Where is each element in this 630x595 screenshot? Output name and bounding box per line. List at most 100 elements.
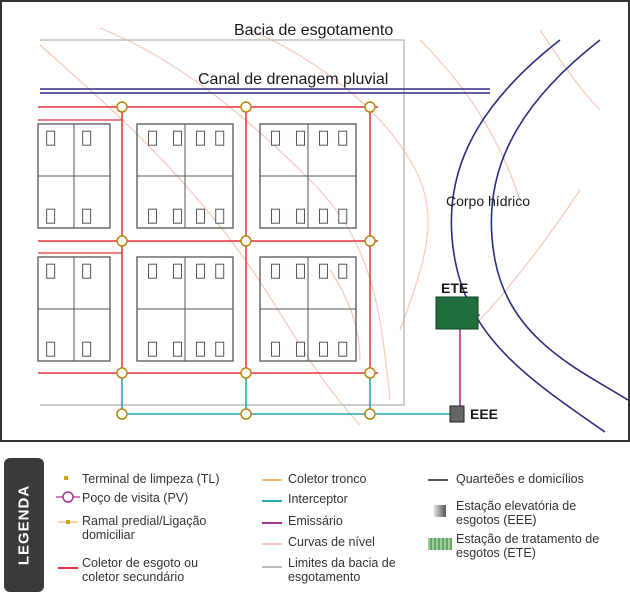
house-2-3 (338, 130, 348, 146)
legend-title: LEGENDA (15, 484, 33, 566)
contour-line-2 (249, 29, 429, 331)
basin-limit-icon (262, 566, 282, 568)
house-1-0 (148, 130, 158, 146)
house-5-5 (295, 341, 305, 357)
house-2-1 (295, 130, 305, 146)
manhole-1 (240, 101, 252, 113)
house-4-7 (215, 341, 225, 357)
house-1-4 (148, 208, 158, 224)
house-2-7 (338, 208, 348, 224)
river-bank-east (490, 39, 629, 401)
contour-line-3 (419, 39, 521, 201)
contour-line-4 (539, 29, 601, 111)
river-bank-west (450, 39, 606, 433)
stations (435, 296, 479, 423)
house-4-6 (196, 341, 206, 357)
sewer-pipes (38, 106, 480, 415)
house-4-4 (148, 341, 158, 357)
contour-line-6 (329, 269, 361, 361)
house-1-7 (215, 208, 225, 224)
house-0-6 (82, 208, 92, 224)
house-3-6 (82, 341, 92, 357)
trunk-line-icon (262, 479, 282, 481)
basin-label: Bacia de esgotamento (234, 22, 393, 39)
eee-label: EEE (470, 406, 498, 422)
manhole-4 (240, 235, 252, 247)
legend-item-eee: Estação elevatória de esgotos (EEE) (456, 499, 577, 527)
legend-item-ramal: Ramal predial/Ligação domiciliar (82, 514, 207, 542)
legend-tab: LEGENDA (4, 458, 44, 592)
canal-label: Canal de drenagem pluvial (198, 71, 388, 88)
manhole-7 (240, 367, 252, 379)
house-1-2 (196, 130, 206, 146)
interceptor-line-icon (262, 500, 282, 502)
cleanout-icon (64, 476, 68, 480)
house-3-2 (82, 263, 92, 279)
sewer-network-diagram: Bacia de esgotamento Canal de drenagem p… (0, 0, 630, 442)
house-2-2 (319, 130, 329, 146)
manholes (116, 101, 376, 420)
manhole-8 (364, 367, 376, 379)
water-body (450, 39, 629, 433)
house-connection-icon (58, 520, 78, 524)
ete-label: ETE (441, 280, 468, 296)
house-5-3 (338, 263, 348, 279)
house-3-0 (46, 263, 56, 279)
house-4-2 (196, 263, 206, 279)
basin-limit-line (40, 39, 405, 406)
legend-item-interceptor: Interceptor (288, 492, 348, 506)
house-5-1 (295, 263, 305, 279)
legend-item-tl: Terminal de limpeza (TL) (82, 472, 220, 486)
house-4-5 (172, 341, 182, 357)
legend-item-pv: Poço de visita (PV) (82, 491, 189, 505)
house-4-1 (172, 263, 182, 279)
block-line-icon (428, 479, 448, 481)
contour-line-0 (39, 44, 361, 426)
house-0-4 (46, 208, 56, 224)
legend: LEGENDA Terminal de limpeza (TL) Poço de… (0, 446, 630, 595)
collector-line-icon (58, 567, 78, 569)
manhole-2 (364, 101, 376, 113)
basin-limit (40, 39, 405, 406)
legend-item-curvas: Curvas de nível (288, 535, 375, 549)
emissary-line-icon (262, 522, 282, 524)
house-5-7 (338, 341, 348, 357)
manhole-5 (364, 235, 376, 247)
legend-item-limites: Limites da bacia de esgotamento (288, 556, 396, 584)
legend-item-coletor: Coletor de esgoto ou coletor secundário (82, 556, 199, 584)
manhole-icon (56, 491, 80, 503)
manhole-11 (364, 408, 376, 420)
house-5-6 (319, 341, 329, 357)
house-3-4 (46, 341, 56, 357)
house-4-3 (215, 263, 225, 279)
diagram-frame (0, 0, 630, 442)
house-2-6 (319, 208, 329, 224)
manhole-0 (116, 101, 128, 113)
house-2-0 (271, 130, 281, 146)
manhole-6 (116, 367, 128, 379)
house-5-2 (319, 263, 329, 279)
legend-item-ete: Estação de tratamento de esgotos (ETE) (456, 532, 600, 560)
legend-item-quarteiroes: Quarteões e domicílios (456, 472, 584, 486)
pumping-station-icon (434, 505, 446, 517)
house-1-6 (196, 208, 206, 224)
contour-lines (39, 27, 601, 426)
manhole-9 (116, 408, 128, 420)
house-1-1 (172, 130, 182, 146)
house-5-0 (271, 263, 281, 279)
water-body-label: Corpo hídrico (446, 193, 530, 209)
house-5-4 (271, 341, 281, 357)
house-0-0 (46, 130, 56, 146)
city-blocks (37, 123, 357, 362)
legend-item-emissario: Emissário (288, 514, 343, 528)
eee-pump-station (449, 405, 465, 423)
contour-line-5 (469, 189, 581, 331)
house-1-3 (215, 130, 225, 146)
house-1-5 (172, 208, 182, 224)
contour-line-icon (262, 543, 282, 545)
contour-line-1 (99, 27, 391, 401)
treatment-plant-icon (428, 538, 452, 550)
manhole-10 (240, 408, 252, 420)
house-2-4 (271, 208, 281, 224)
house-0-2 (82, 130, 92, 146)
